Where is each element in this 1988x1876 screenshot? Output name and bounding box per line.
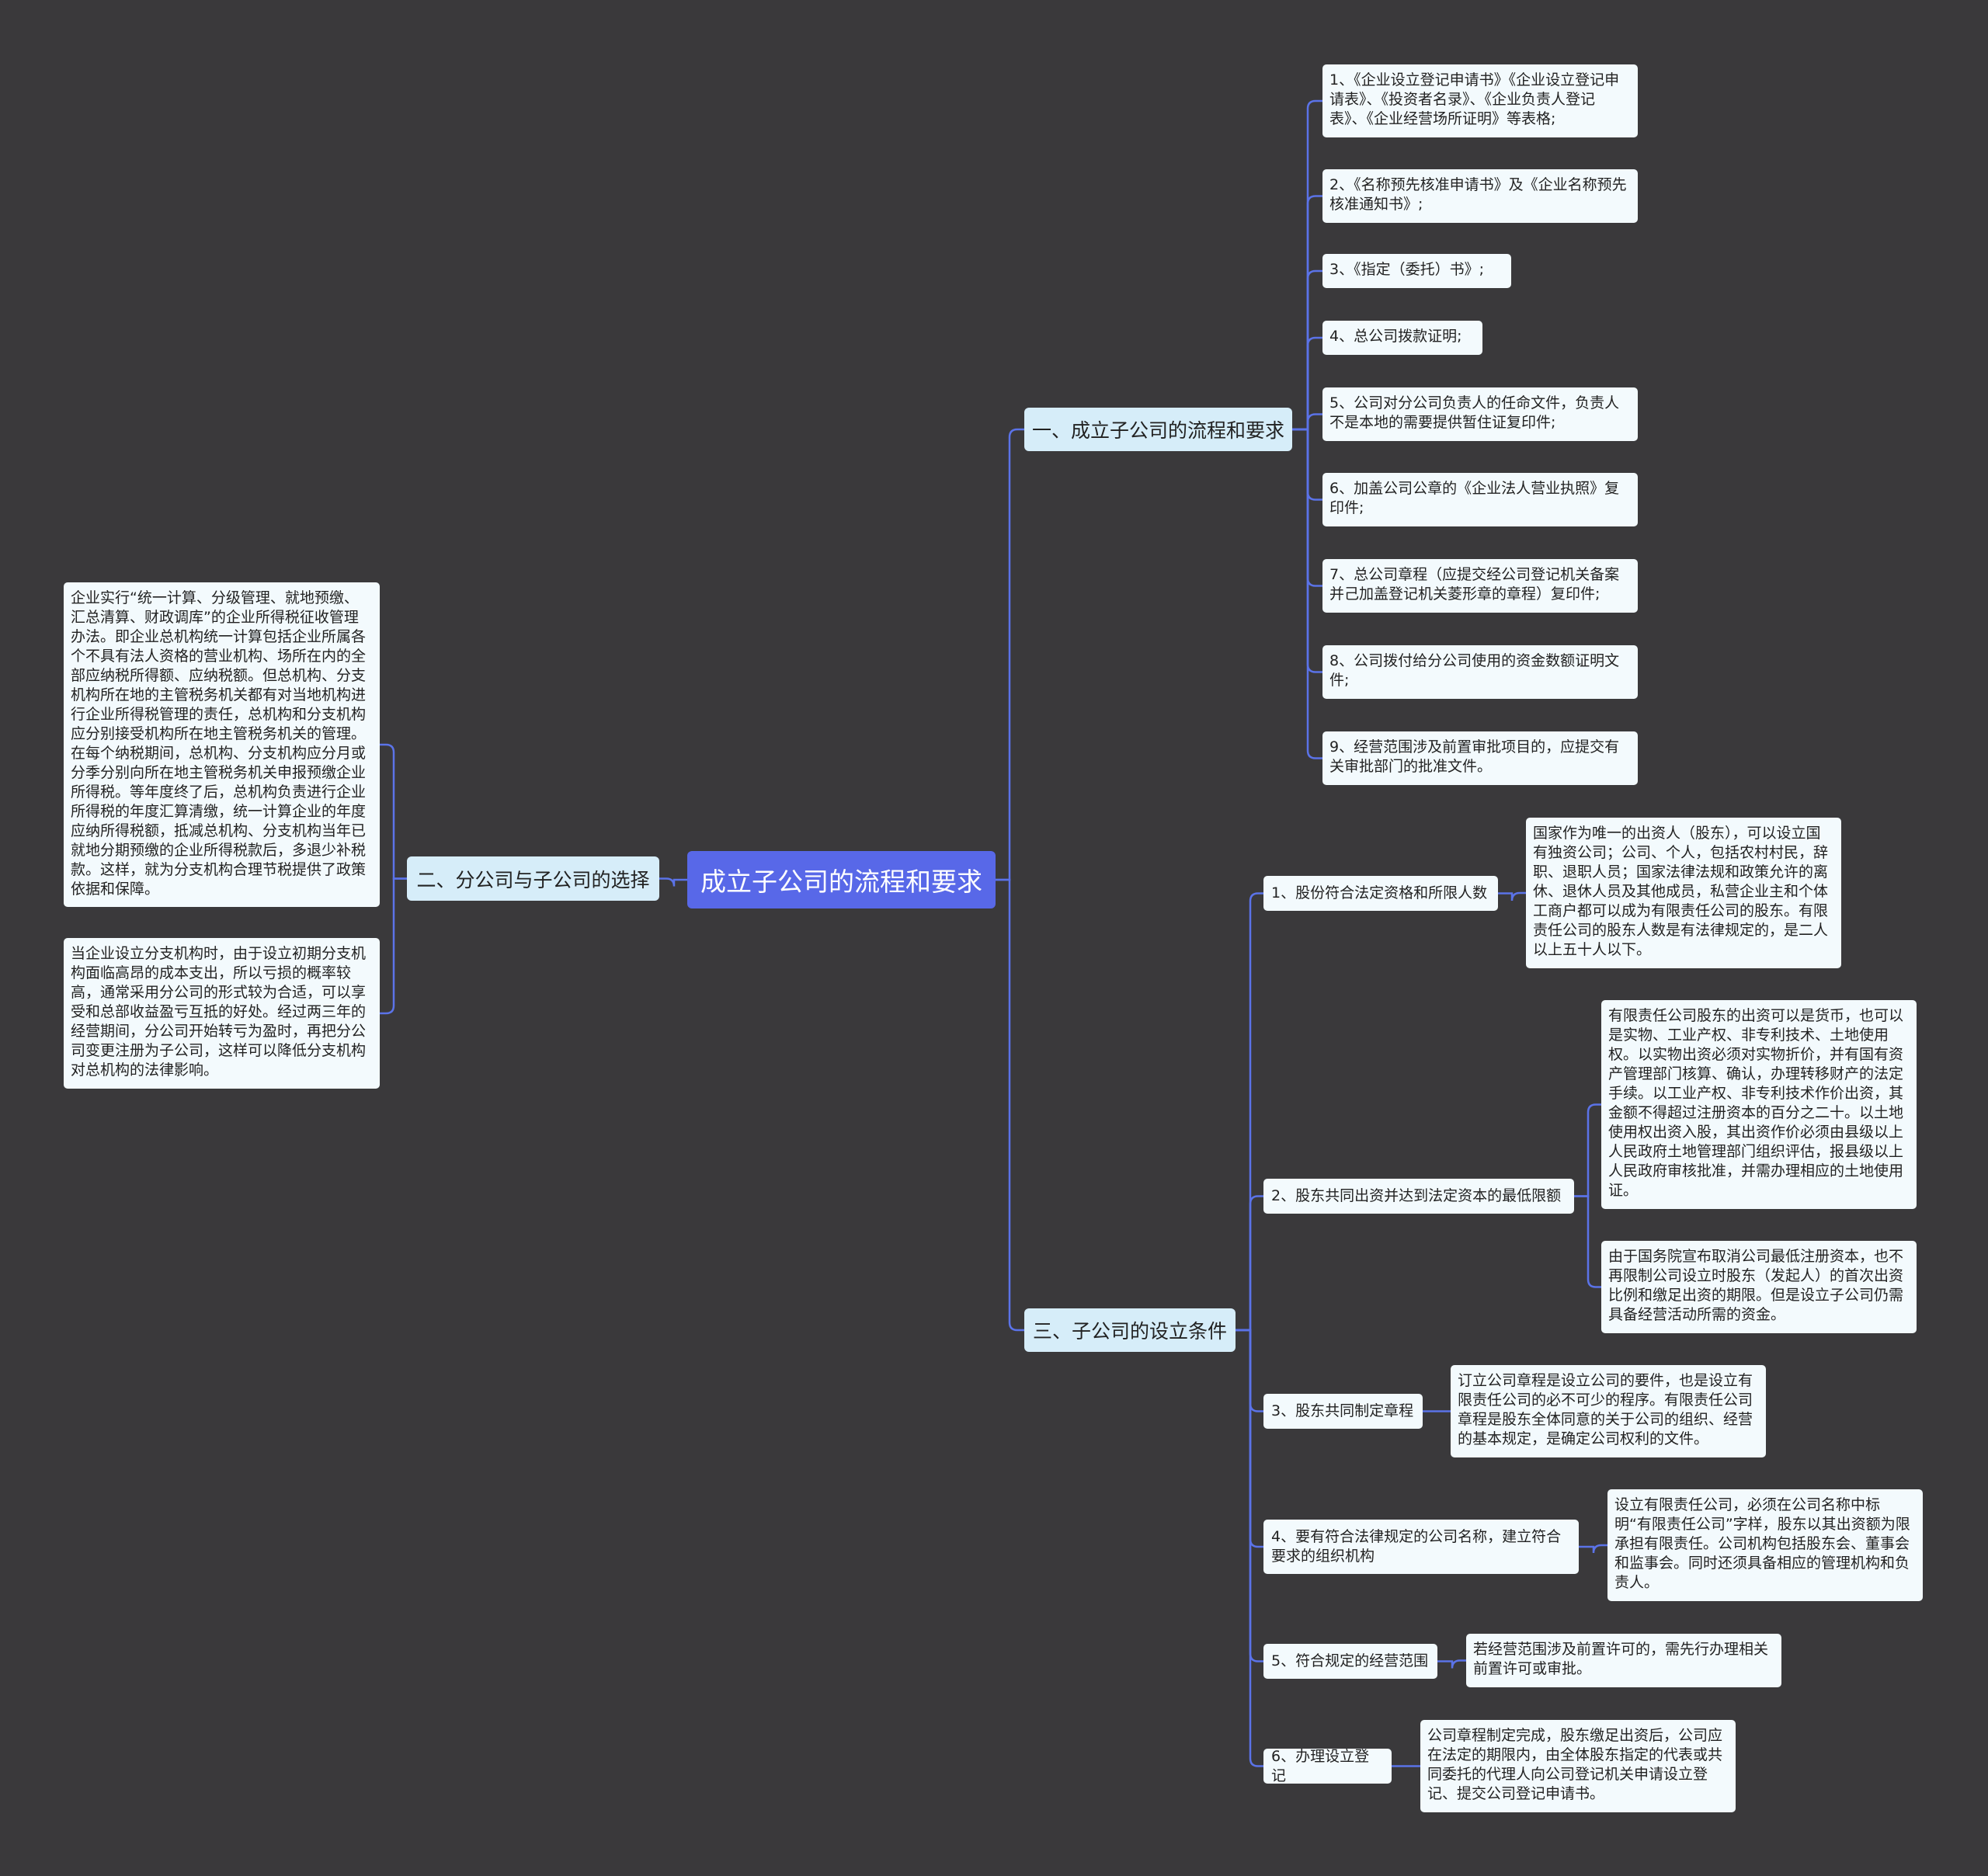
branch1-item[interactable]: 8、公司拨付给分公司使用的资金数额证明文件; (1322, 645, 1638, 699)
condition-detail[interactable]: 由于国务院宣布取消公司最低注册资本，也不再限制公司设立时股东（发起人）的首次出资… (1601, 1241, 1917, 1333)
connector-line (1292, 269, 1322, 431)
connector-line (380, 877, 407, 1015)
branch-flow-requirements[interactable]: 一、成立子公司的流程和要求 (1024, 408, 1292, 451)
connector-line (1574, 1103, 1601, 1197)
branch1-item[interactable]: 1、《企业设立登记申请书》《企业设立登记申请表》、《投资者名录》、《企业负责人登… (1322, 64, 1638, 137)
connector-line (1292, 195, 1322, 431)
branch1-item[interactable]: 4、总公司拨款证明; (1322, 321, 1482, 355)
branch-branch-vs-subsidiary[interactable]: 二、分公司与子公司的选择 (407, 856, 659, 901)
branch1-item[interactable]: 9、经营范围涉及前置审批项目的，应提交有关审批部门的批准文件。 (1322, 731, 1638, 785)
branch1-item[interactable]: 3、《指定（委托）书》; (1322, 254, 1511, 288)
connector-line (1292, 428, 1322, 759)
connector-line (1236, 1195, 1263, 1332)
condition-detail[interactable]: 有限责任公司股东的出资可以是货币，也可以是实物、工业产权、非专利技术、土地使用权… (1601, 1000, 1917, 1209)
condition-detail[interactable]: 设立有限责任公司，必须在公司名称中标明“有限责任公司”字样，股东以其出资额为限承… (1607, 1489, 1923, 1601)
condition-company-name[interactable]: 4、要有符合法律规定的公司名称，建立符合要求的组织机构 (1263, 1520, 1579, 1574)
connector-line (659, 877, 687, 887)
branch1-item[interactable]: 7、总公司章程（应提交经公司登记机关备案并己加盖登记机关菱形章的章程）复印件; (1322, 559, 1638, 613)
connector-line (1236, 892, 1263, 1332)
branch1-item[interactable]: 5、公司对分公司负责人的任命文件，负责人不是本地的需要提供暂住证复印件; (1322, 387, 1638, 441)
connector-line (1437, 1659, 1466, 1669)
branch2-item[interactable]: 企业实行“统一计算、分级管理、就地预缴、汇总清算、财政调库”的企业所得税征收管理… (64, 582, 380, 907)
branch2-item[interactable]: 当企业设立分支机构时，由于设立初期分支机构面临高昂的成本支出，所以亏损的概率较高… (64, 938, 380, 1089)
connector-line (1292, 336, 1322, 431)
root-topic[interactable]: 成立子公司的流程和要求 (687, 851, 996, 908)
connector-line (380, 743, 407, 880)
condition-capital[interactable]: 2、股东共同出资并达到法定资本的最低限额 (1263, 1179, 1574, 1214)
connector-line (1236, 1329, 1263, 1767)
connector-line (1498, 891, 1526, 902)
condition-detail[interactable]: 国家作为唯一的出资人（股东），可以设立国有独资公司；公司、个人，包括农村村民，辞… (1526, 818, 1841, 968)
connector-line (996, 878, 1024, 1332)
condition-detail[interactable]: 订立公司章程是设立公司的要件，也是设立有限责任公司的必不可少的程序。有限责任公司… (1451, 1365, 1766, 1457)
condition-shareholders[interactable]: 1、股份符合法定资格和所限人数 (1263, 876, 1498, 911)
connector-line (1292, 413, 1322, 431)
connector-line (1292, 99, 1322, 431)
condition-articles[interactable]: 3、股东共同制定章程 (1263, 1394, 1423, 1429)
condition-detail[interactable]: 公司章程制定完成，股东缴足出资后，公司应在法定的期限内，由全体股东指定的代表或共… (1420, 1720, 1736, 1812)
branch1-item[interactable]: 6、加盖公司公章的《企业法人营业执照》复印件; (1322, 473, 1638, 526)
condition-detail[interactable]: 若经营范围涉及前置许可的，需先行办理相关前置许可或审批。 (1466, 1634, 1781, 1687)
connector-line (996, 428, 1024, 881)
branch-setup-conditions[interactable]: 三、子公司的设立条件 (1024, 1308, 1236, 1352)
condition-business-scope[interactable]: 5、符合规定的经营范围 (1263, 1644, 1437, 1679)
condition-registration[interactable]: 6、办理设立登记 (1263, 1748, 1392, 1784)
connector-line (1579, 1544, 1607, 1554)
connector-line (1574, 1195, 1601, 1288)
branch1-item[interactable]: 2、《名称预先核准申请书》及《企业名称预先核准通知书》; (1322, 169, 1638, 223)
